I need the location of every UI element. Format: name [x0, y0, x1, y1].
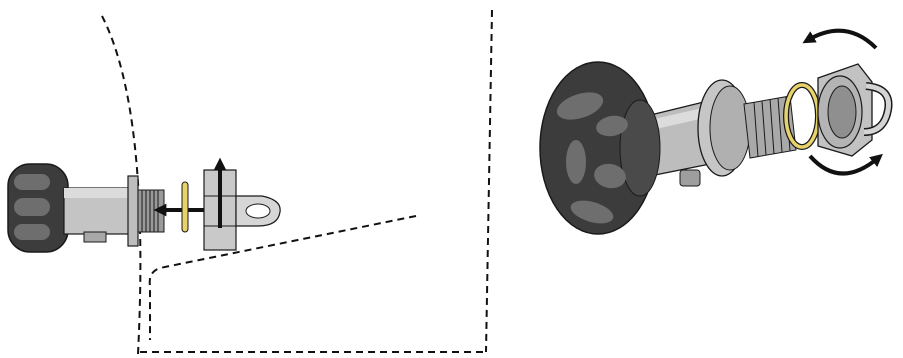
threaded-stem-right — [743, 95, 797, 159]
dashed-panel-outline — [101, 9, 493, 355]
knob-left — [7, 163, 69, 253]
curved-arrow-ccw-icon — [802, 28, 878, 50]
valve-body-left — [63, 175, 139, 247]
knob-right — [539, 61, 661, 235]
o-ring-left — [181, 181, 189, 233]
dashed-line-right — [485, 9, 493, 353]
eye-nut-left — [203, 169, 281, 251]
dashed-curve-left — [101, 15, 142, 355]
eye-nut-right — [817, 63, 893, 157]
dashed-inner-step — [148, 215, 417, 340]
curved-arrow-cw-icon — [808, 153, 883, 176]
exploded-assembly-left — [7, 157, 281, 253]
assembly-right — [539, 28, 893, 235]
